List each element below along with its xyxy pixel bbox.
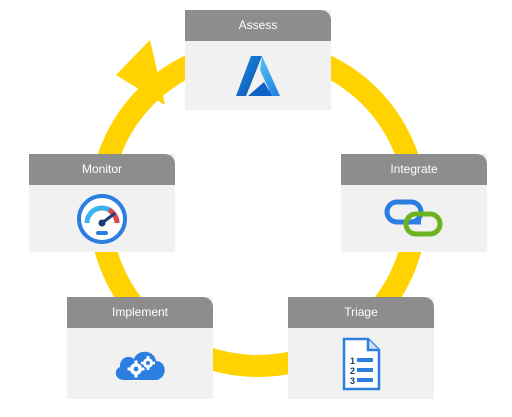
stage-title-triage: Triage (288, 297, 434, 328)
svg-text:1: 1 (350, 356, 355, 366)
stage-title-monitor: Monitor (29, 154, 175, 185)
svg-text:2: 2 (350, 366, 355, 376)
stage-body-triage: 1 2 3 (288, 328, 434, 399)
stage-title-assess: Assess (185, 10, 331, 41)
numbered-document-icon: 1 2 3 (341, 337, 381, 391)
stage-card-assess: Assess (185, 10, 331, 110)
chain-link-icon (384, 198, 444, 240)
stage-title-implement: Implement (67, 297, 213, 328)
stage-card-integrate: Integrate (341, 154, 487, 252)
speedometer-gauge-icon (76, 193, 128, 245)
azure-logo-icon (234, 54, 282, 98)
stage-body-implement (67, 328, 213, 399)
stage-body-integrate (341, 185, 487, 252)
stage-body-assess (185, 41, 331, 110)
stage-card-monitor: Monitor (29, 154, 175, 252)
stage-body-monitor (29, 185, 175, 252)
stage-title-integrate: Integrate (341, 154, 487, 185)
svg-text:3: 3 (350, 376, 355, 386)
cloud-gears-icon (112, 344, 168, 384)
stage-card-implement: Implement (67, 297, 213, 399)
stage-card-triage: Triage 1 2 3 (288, 297, 434, 399)
cycle-arrowhead (116, 40, 165, 105)
